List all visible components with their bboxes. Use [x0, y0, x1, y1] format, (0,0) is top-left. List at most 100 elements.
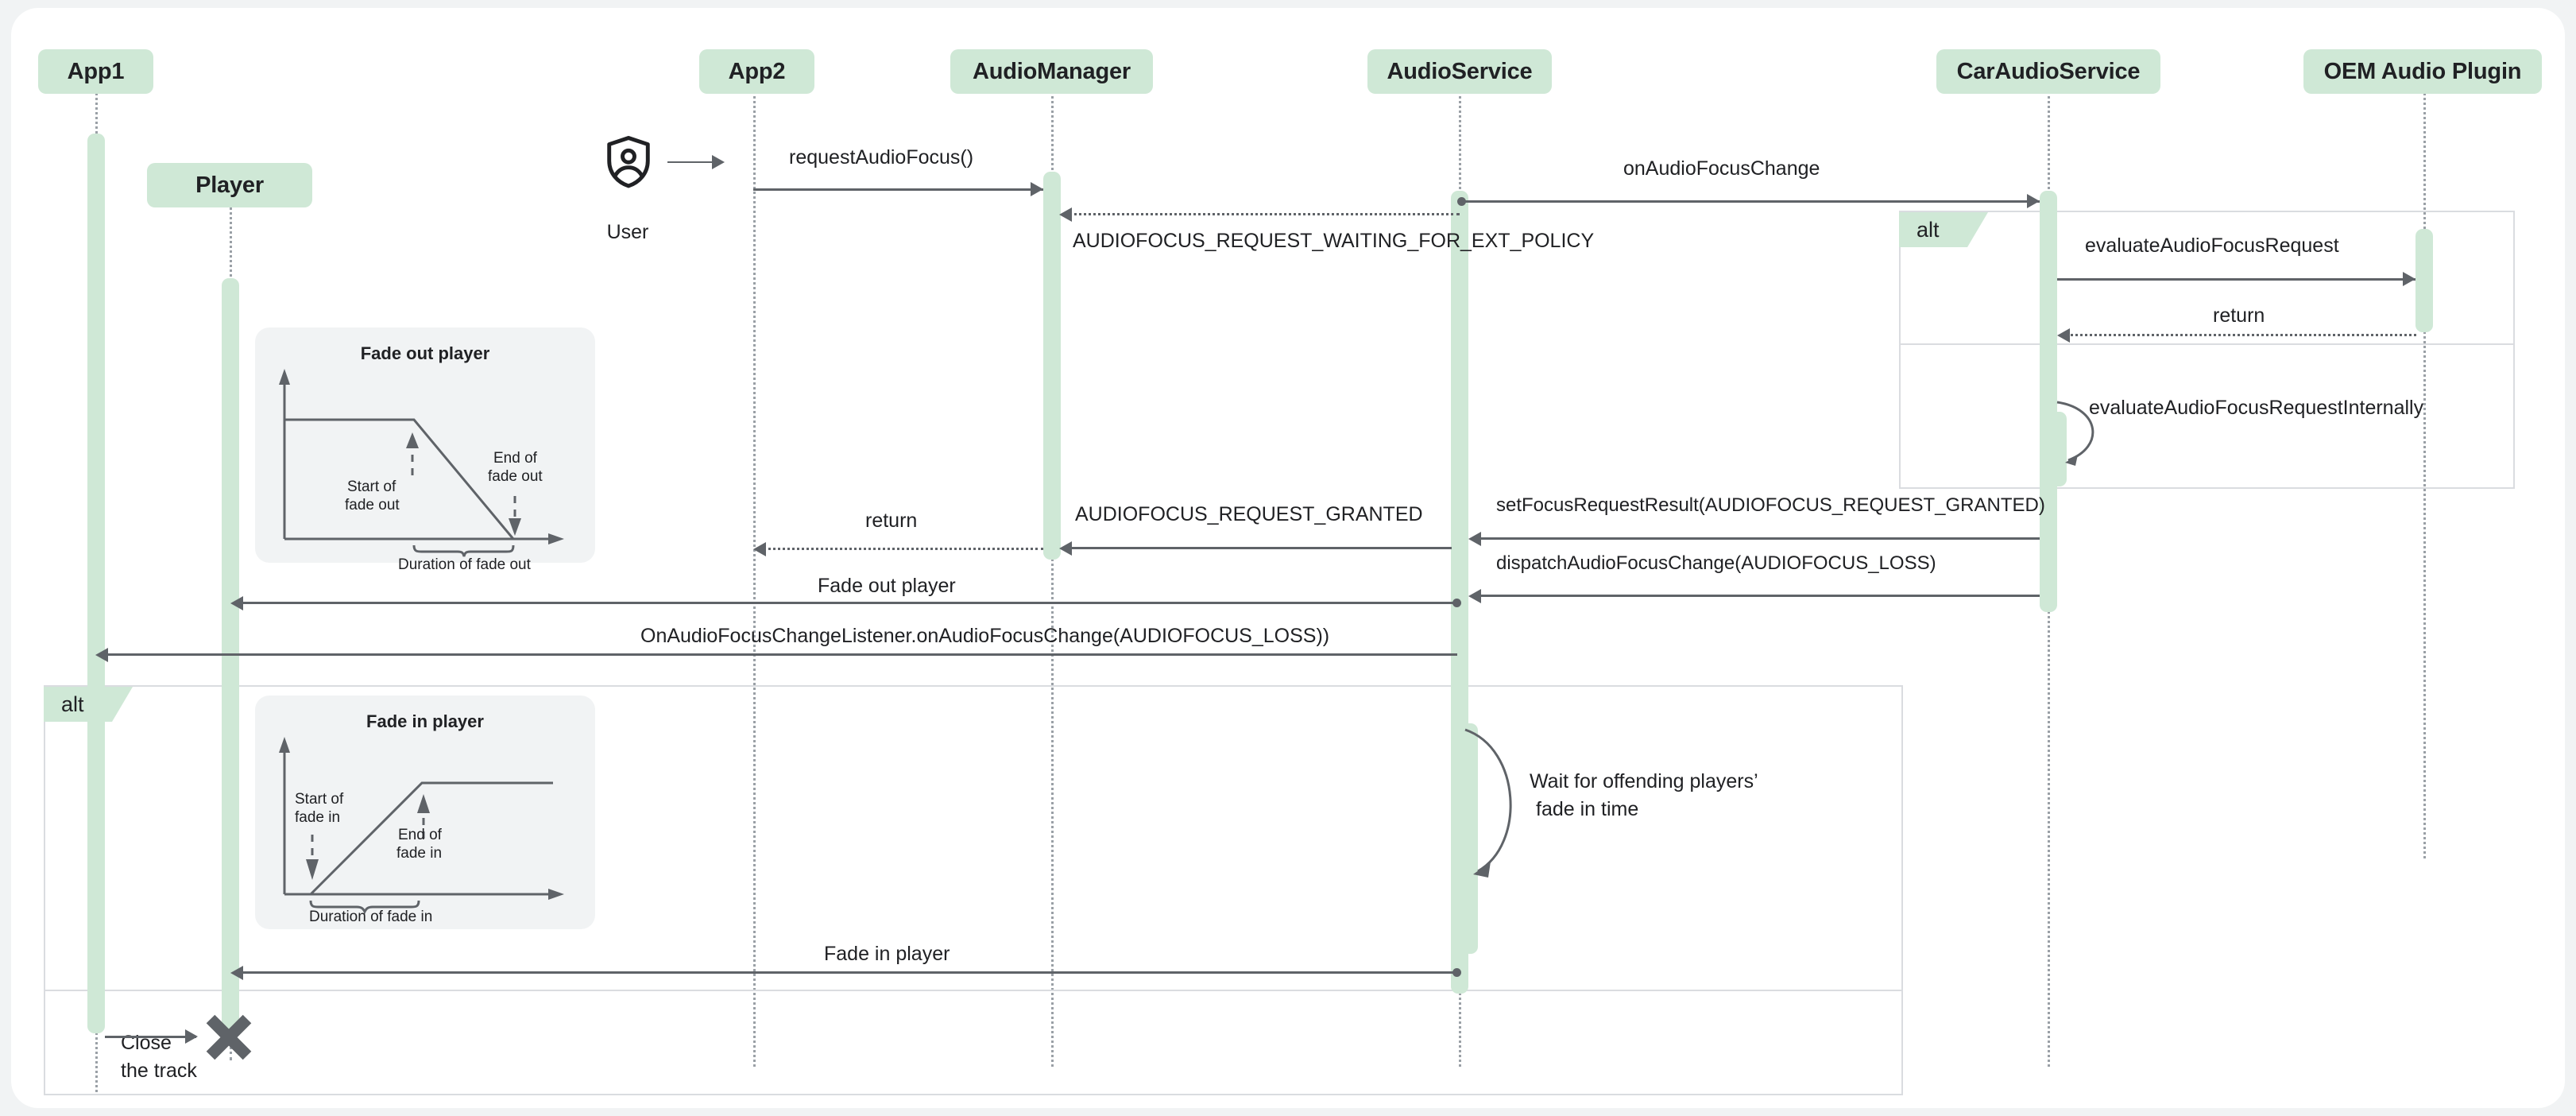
lifeline-app2 [753, 59, 756, 1067]
lifeline-audiomanager [1051, 59, 1054, 1067]
note-fade-in-player: Fade in player Start of fade i [255, 696, 595, 929]
message-label-return-2: return [865, 510, 918, 532]
alt-fragment-right-divider [1899, 343, 2515, 345]
message-fade-in-player-origin [1452, 968, 1461, 977]
participant-label-oemaudioplugin: OEM Audio Plugin [2323, 58, 2522, 84]
note-annotation-fade-out-end-2: fade out [488, 468, 543, 485]
self-message-wait-fade-in-arc [1464, 728, 1512, 878]
participant-audiomanager[interactable]: AudioManager [950, 49, 1153, 94]
message-return-1-arrowhead [2057, 328, 2070, 343]
participant-oemaudioplugin[interactable]: OEM Audio Plugin [2303, 49, 2542, 94]
message-label-wait-fade-in-1: Wait for offending players’ [1530, 770, 1758, 792]
message-label-fade-in-player: Fade in player [824, 943, 950, 965]
message-label-fade-out-player: Fade out player [818, 575, 956, 597]
participant-audioservice[interactable]: AudioService [1367, 49, 1552, 94]
message-label-waiting-for-ext-policy: AUDIOFOCUS_REQUEST_WAITING_FOR_EXT_POLIC… [1073, 230, 1595, 252]
note-annotation-fade-out-end-1: End of [493, 450, 537, 467]
message-dispatch-focus-change-line [1478, 595, 2040, 597]
alt-fragment-left-divider [44, 990, 1903, 991]
message-waiting-for-ext-policy-line [1069, 213, 1460, 215]
message-on-focus-change-listener-line [105, 653, 1457, 656]
note-annotation-fade-in-end-1: End of [398, 827, 442, 843]
message-evaluate-request-line [2057, 278, 2415, 281]
message-user-to-app2-arrowhead [712, 155, 725, 169]
alt-fragment-right [1899, 211, 2515, 489]
participant-label-app1: App1 [67, 58, 125, 84]
note-annotation-fade-in-start-2: fade in [295, 809, 341, 826]
lifeline-oemplugin [2423, 59, 2426, 858]
alt-fragment-left [44, 685, 1903, 1095]
activation-audioservice-nested [1462, 723, 1478, 954]
participant-caraudioservice[interactable]: CarAudioService [1936, 49, 2160, 94]
message-return-1-line [2067, 334, 2416, 336]
message-fade-out-player-line [238, 602, 1457, 604]
fade-out-chart [279, 369, 564, 557]
participant-label-audiomanager: AudioManager [973, 58, 1131, 84]
note-annotation-fade-out-start-2: fade out [345, 497, 400, 513]
message-request-granted-arrowhead [1059, 541, 1072, 556]
message-evaluate-request-arrowhead [2403, 272, 2415, 286]
message-request-granted-line [1069, 547, 1452, 549]
participant-label-app2: App2 [728, 58, 786, 84]
message-label-close-track-1: Close [121, 1032, 172, 1054]
message-label-return-1: return [2213, 304, 2265, 327]
participant-label-player: Player [195, 172, 264, 198]
participant-player[interactable]: Player [147, 163, 312, 207]
message-label-evaluate-request: evaluateAudioFocusRequest [2085, 234, 2339, 257]
message-set-focus-request-result-line [1478, 537, 2040, 540]
message-label-on-audio-focus-change: onAudioFocusChange [1623, 157, 1820, 180]
note-annotation-fade-out-start-1: Start of [347, 479, 396, 495]
message-on-audio-focus-change-origin [1457, 197, 1466, 206]
message-label-request-audio-focus: requestAudioFocus() [789, 146, 974, 169]
message-user-to-app2-line [667, 161, 721, 163]
message-close-track-arrowhead [185, 1029, 198, 1044]
note-annotation-fade-out-duration: Duration of fade out [398, 556, 531, 573]
activation-caraudio-nested [2051, 412, 2067, 486]
message-label-dispatch-focus-change: dispatchAudioFocusChange(AUDIOFOCUS_LOSS… [1496, 552, 1936, 574]
message-label-evaluate-internally: evaluateAudioFocusRequestInternally [2089, 397, 2424, 419]
participant-app1[interactable]: App1 [38, 49, 153, 94]
note-title-fade-in: Fade in player [366, 711, 484, 731]
actor-label-user: User [606, 221, 649, 243]
message-label-wait-fade-in-2: fade in time [1536, 798, 1639, 820]
message-set-focus-request-result-arrowhead [1468, 532, 1481, 546]
message-request-audio-focus-line [753, 188, 1043, 191]
message-on-audio-focus-change-line [1462, 200, 2040, 203]
note-title-fade-out: Fade out player [360, 343, 490, 363]
message-dispatch-focus-change-arrowhead [1468, 589, 1481, 603]
message-return-2-arrowhead [753, 542, 766, 556]
destroy-marker-icon [206, 1014, 252, 1060]
activation-app1 [87, 134, 105, 1033]
note-annotation-fade-in-duration: Duration of fade in [309, 909, 433, 925]
message-on-focus-change-listener-arrowhead [95, 648, 108, 662]
message-label-set-focus-request-result: setFocusRequestResult(AUDIOFOCUS_REQUEST… [1496, 494, 2045, 516]
activation-player [222, 278, 239, 1033]
message-label-on-focus-change-listener: OnAudioFocusChangeListener.onAudioFocusC… [640, 625, 1330, 647]
message-fade-in-player-line [238, 971, 1457, 974]
note-annotation-fade-in-end-2: fade in [396, 845, 443, 862]
participant-app2[interactable]: App2 [699, 49, 814, 94]
fade-in-chart [279, 737, 564, 915]
alt-tag-label-right: alt [1917, 217, 1940, 242]
note-fade-out-player: Fade out player Start of fade [255, 327, 595, 573]
activation-oemplugin [2415, 229, 2433, 332]
note-annotation-fade-in-start-1: Start of [295, 791, 344, 808]
message-fade-out-player-arrowhead [230, 596, 243, 610]
message-label-request-granted: AUDIOFOCUS_REQUEST_GRANTED [1075, 503, 1423, 525]
shield-user-icon [607, 136, 650, 188]
activation-caraudio [2040, 191, 2057, 612]
message-label-close-track-2: the track [121, 1060, 197, 1082]
message-waiting-for-ext-policy-arrowhead [1059, 207, 1072, 222]
activation-audiomanager [1043, 172, 1061, 560]
message-on-audio-focus-change-arrowhead [2027, 194, 2040, 208]
participant-label-caraudioservice: CarAudioService [1956, 58, 2141, 84]
message-fade-in-player-arrowhead [230, 966, 243, 980]
message-request-audio-focus-arrowhead [1031, 182, 1043, 196]
alt-tag-label-left: alt [61, 692, 84, 716]
message-close-track-line [105, 1036, 196, 1038]
participant-label-audioservice: AudioService [1387, 58, 1533, 84]
self-message-evaluate-internally-arc [2056, 401, 2094, 466]
alt-fragment-right-tag: alt [1899, 212, 1988, 247]
